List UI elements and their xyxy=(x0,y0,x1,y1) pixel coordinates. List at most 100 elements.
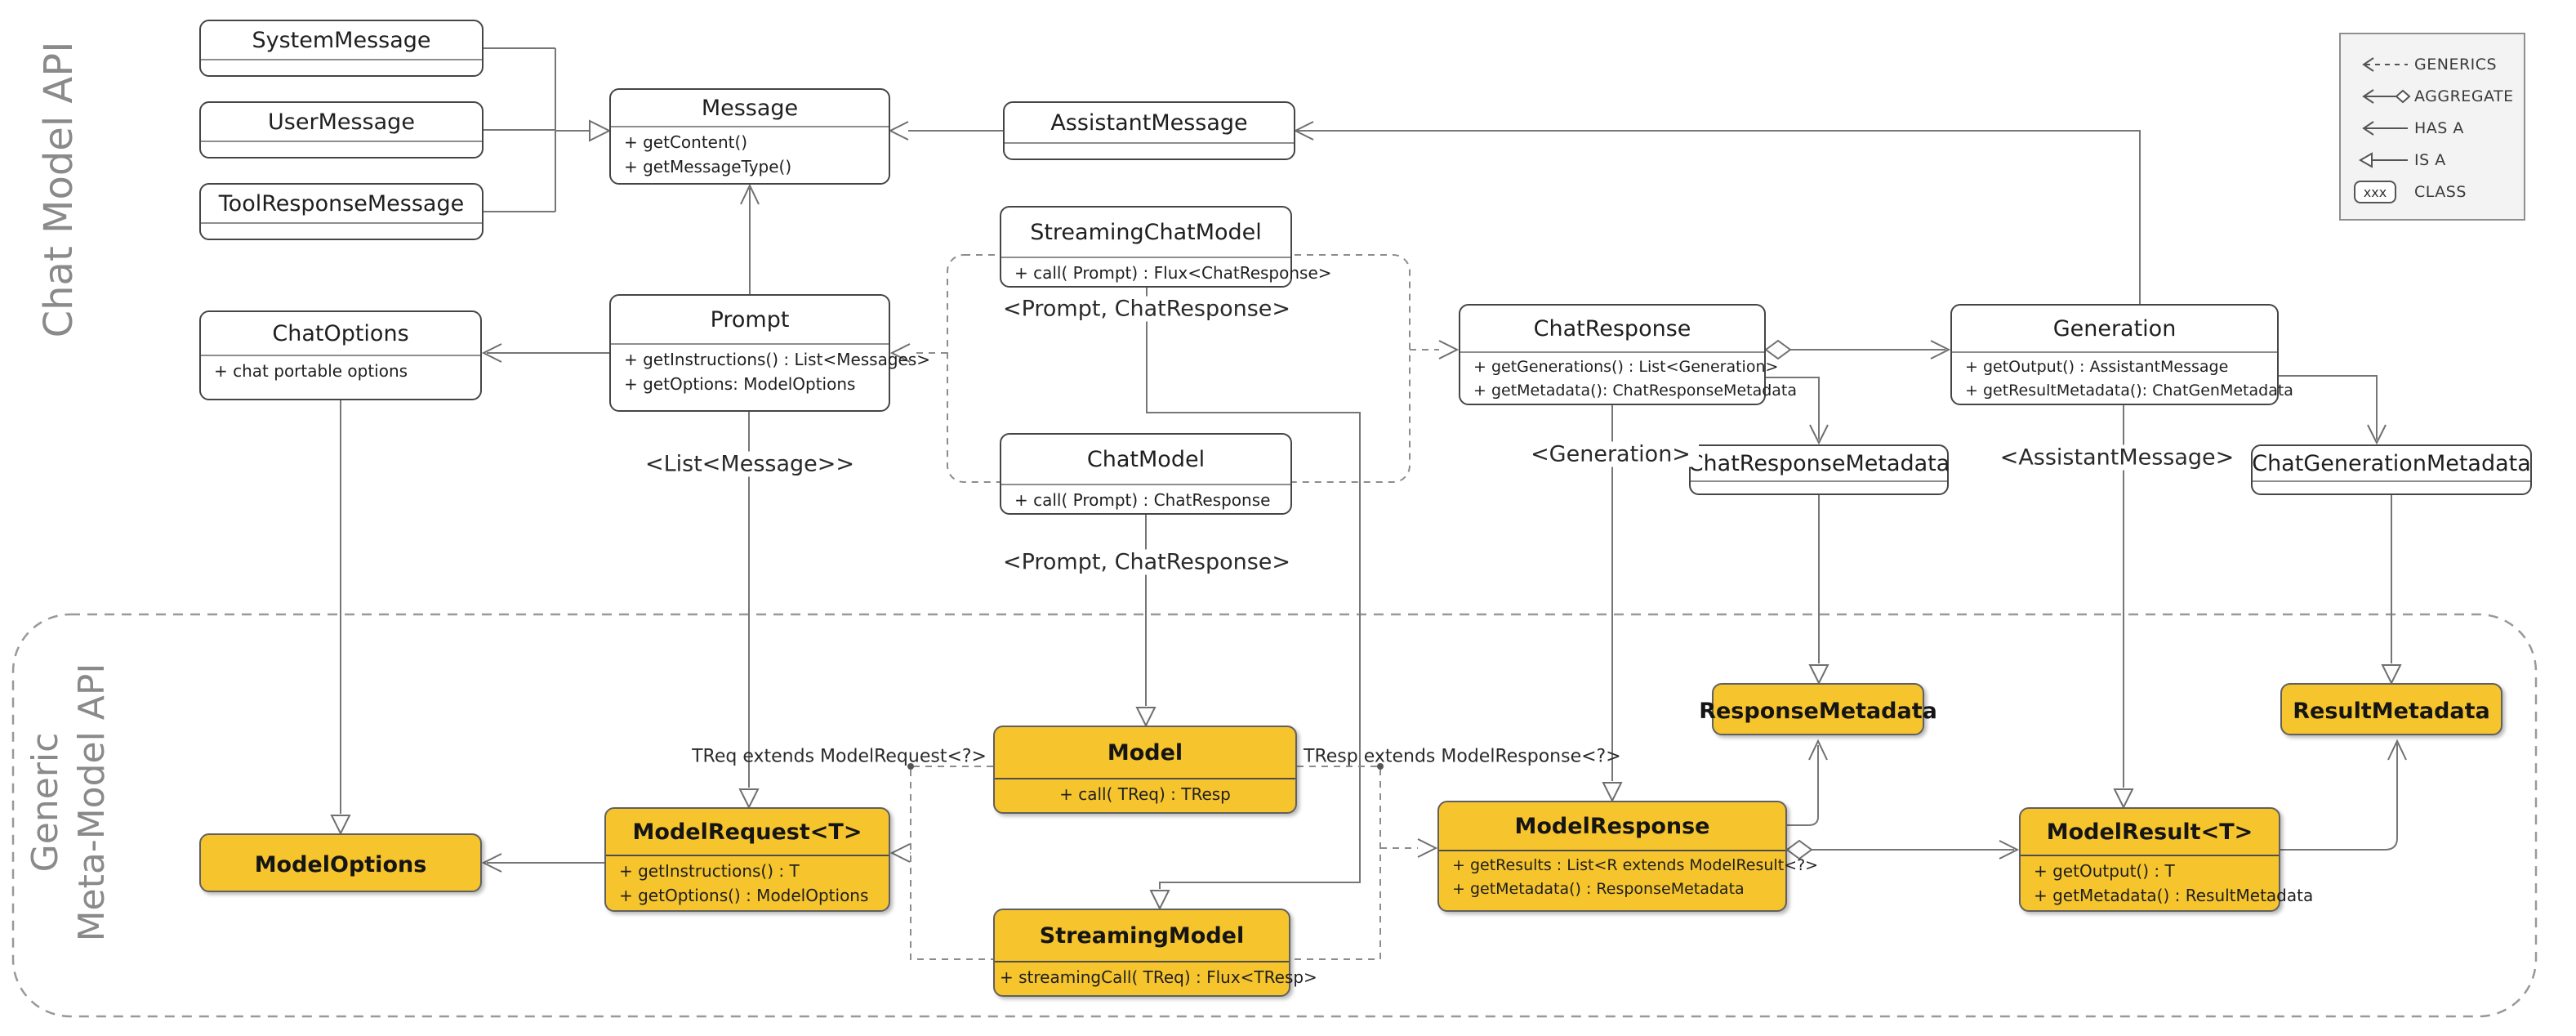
legend-label: HAS A xyxy=(2414,119,2464,137)
legend: GENERICS AGGREGATE HAS A xyxy=(2339,33,2525,221)
class-methods: + getInstructions() : T + getOptions() : … xyxy=(619,859,884,908)
solid-connectors xyxy=(340,47,2398,889)
class-title: AssistantMessage xyxy=(1050,109,1248,136)
generics-dashed-arrow-icon xyxy=(2354,54,2414,75)
method: + call( Prompt) : Flux<ChatResponse> xyxy=(1014,263,1332,283)
class-methods: + call( Prompt) : Flux<ChatResponse> xyxy=(1014,261,1332,285)
class-methods: + getGenerations() : List<Generation> + g… xyxy=(1473,355,1798,402)
method: + streamingCall( TReq) : Flux<TResp> xyxy=(1000,967,1317,987)
class-response_metadata: ResponseMetadata xyxy=(1699,683,1937,735)
method: + chat portable options xyxy=(214,361,408,381)
compartment-divider xyxy=(611,126,889,127)
class-title: ModelOptions xyxy=(254,851,427,877)
class-methods: + call( Prompt) : ChatResponse xyxy=(1014,488,1286,512)
class-assistant_message: AssistantMessage xyxy=(1003,101,1295,160)
type-label-list_message: <List<Message>> xyxy=(636,451,863,477)
class-title: Generation xyxy=(2052,315,2177,342)
method: + getInstructions() : T xyxy=(619,861,800,881)
compartment-divider xyxy=(1001,484,1290,485)
has-a-arrow-icon xyxy=(2354,118,2414,139)
class-title: ResponseMetadata xyxy=(1699,698,1937,724)
class-methods: + streamingCall( TReq) : Flux<TResp> xyxy=(1000,965,1317,989)
class-model_result: ModelResult<T>+ getOutput() : T+ getMeta… xyxy=(2019,807,2314,912)
method: + getOutput() : AssistantMessage xyxy=(1965,358,2229,376)
class-title: Prompt xyxy=(710,306,790,333)
legend-label: AGGREGATE xyxy=(2414,87,2514,105)
class-title: ModelResponse xyxy=(1514,813,1710,839)
generic-region-dashed-border xyxy=(11,613,2538,1018)
compartment-divider xyxy=(606,855,889,856)
class-chat_generation_metadata: ChatGenerationMetadata xyxy=(2251,444,2532,495)
class-message: Message+ getContent()+ getMessageType() xyxy=(609,88,890,185)
class-title: ChatOptions xyxy=(272,320,409,346)
class-methods: + call( TReq) : TResp xyxy=(1000,782,1290,806)
legend-row-aggregate: AGGREGATE xyxy=(2354,84,2524,109)
aggregate-diamonds xyxy=(1764,339,1813,860)
method: + getOptions: ModelOptions xyxy=(624,374,856,394)
class-title: ChatModel xyxy=(1086,446,1206,472)
compartment-divider xyxy=(2253,480,2530,482)
class-title: SystemMessage xyxy=(252,27,431,53)
method: + getGenerations() : List<Generation> xyxy=(1473,358,1779,376)
class-methods: + getResults : List<R extends ModelResul… xyxy=(1452,854,1819,900)
type-label-prompt_chatresponse_upper: <Prompt, ChatResponse> xyxy=(994,296,1299,322)
compartment-divider xyxy=(201,59,482,60)
class-methods: + chat portable options xyxy=(214,359,475,383)
legend-row-class: xxx CLASS xyxy=(2354,180,2524,204)
compartment-divider xyxy=(995,961,1289,962)
type-label-assistant_message_generic: <AssistantMessage> xyxy=(1991,444,2243,471)
class-title: UserMessage xyxy=(268,109,415,135)
is-a-triangles xyxy=(330,119,2402,911)
class-streaming_chat_model: StreamingChatModel + call( Prompt) : Flux… xyxy=(1000,206,1332,288)
class-title: ModelRequest<T> xyxy=(632,819,862,845)
class-system_message: SystemMessage xyxy=(199,20,484,77)
class-model: Model + call( TReq) : TResp xyxy=(993,726,1297,814)
type-label-prompt_chatresponse_lower: <Prompt, ChatResponse> xyxy=(994,549,1299,575)
class-box-icon: xxx xyxy=(2354,181,2414,203)
compartment-divider xyxy=(2021,855,2279,856)
compartment-divider xyxy=(995,778,1295,779)
class-result_metadata: ResultMetadata xyxy=(2280,683,2502,735)
method: + getMetadata(): ChatResponseMetadata xyxy=(1473,381,1798,400)
compartment-divider xyxy=(611,343,889,345)
compartment-divider xyxy=(201,222,482,224)
class-title: Model xyxy=(1107,739,1183,766)
region-label-chat-model-api: Chat Model API xyxy=(36,41,82,338)
class-title: ChatResponse xyxy=(1533,315,1691,342)
method: + getMetadata() : ResultMetadata xyxy=(2034,886,2314,905)
class-prompt: Prompt + getInstructions() : List<Message… xyxy=(609,294,931,412)
method: + getInstructions() : List<Messages> xyxy=(624,350,931,369)
aggregate-arrow-icon xyxy=(2354,86,2414,107)
method: + getResultMetadata(): ChatGenMetadata xyxy=(1965,381,2293,400)
class-title: StreamingChatModel xyxy=(1030,219,1262,245)
legend-row-has-a: HAS A xyxy=(2354,116,2524,141)
class-user_message: UserMessage xyxy=(199,101,484,159)
class-model_response: ModelResponse + getResults : List<R exten… xyxy=(1437,801,1819,912)
compartment-divider xyxy=(1001,257,1290,258)
type-label-generation_generic: <Generation> xyxy=(1522,441,1699,467)
class-model_request: ModelRequest<T>+ getInstructions() : T+ … xyxy=(604,807,890,912)
class-chat_response: ChatResponse + getGenerations() : List<Ge… xyxy=(1459,304,1798,405)
legend-label: IS A xyxy=(2414,151,2446,169)
compartment-divider xyxy=(1952,351,2277,353)
class-title: ToolResponseMessage xyxy=(218,190,465,217)
class-tool_response_message: ToolResponseMessage xyxy=(199,183,484,240)
class-sample-box: xxx xyxy=(2354,181,2396,203)
method: + getContent() xyxy=(624,132,748,152)
class-chat_response_metadata: ChatResponseMetadata xyxy=(1688,444,1950,495)
method: + getOutput() : T xyxy=(2034,861,2175,881)
region-label-line: Meta-Model API xyxy=(71,663,113,942)
compartment-divider xyxy=(201,355,480,356)
region-label-line: Generic xyxy=(24,732,66,873)
compartment-divider xyxy=(201,141,482,142)
type-label-treq_bound: TReq extends ModelRequest<?> xyxy=(692,746,987,767)
method: + getResults : List<R extends ModelResul… xyxy=(1452,856,1819,874)
class-generation: Generation + getOutput() : AssistantMessa… xyxy=(1950,304,2293,405)
method: + getMetadata() : ResponseMetadata xyxy=(1452,879,1745,898)
method: + getMessageType() xyxy=(624,157,792,176)
region-label-generic-meta-model-api: Generic Meta-Model API xyxy=(22,663,115,942)
legend-row-generics: GENERICS xyxy=(2354,52,2524,77)
method: + getOptions() : ModelOptions xyxy=(619,886,869,905)
